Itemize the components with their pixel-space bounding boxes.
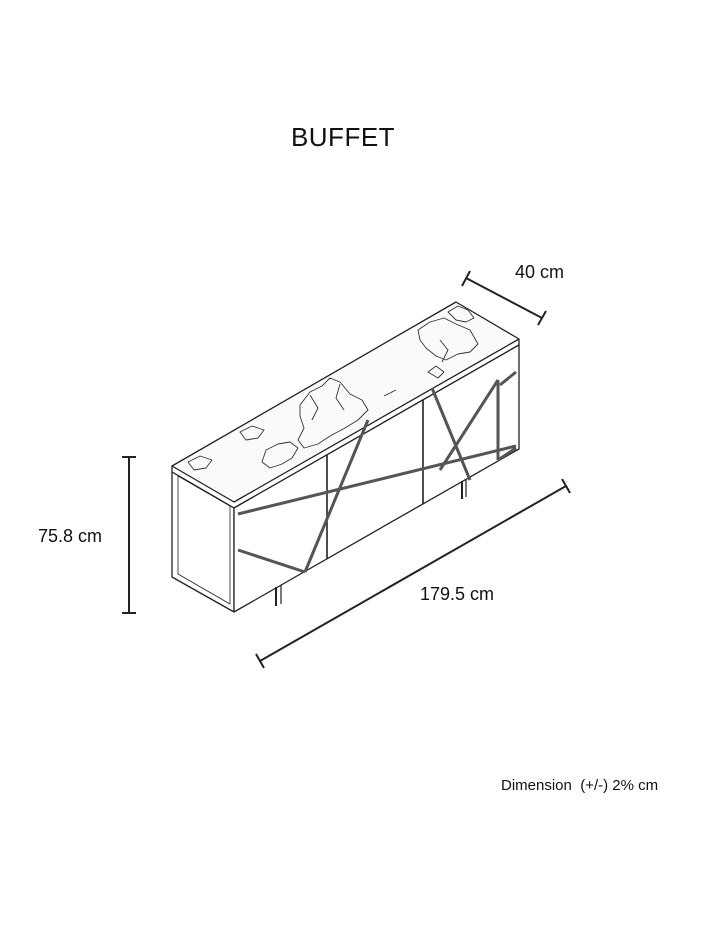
- diagram-title: BUFFET: [290, 122, 396, 152]
- width-dimension-line: [255, 478, 571, 669]
- marble-veining: [187, 305, 479, 471]
- buffet-body: [171, 301, 520, 613]
- depth-dimension-label: 40 cm: [515, 262, 565, 282]
- tolerance-note: Dimension (+/-) 2% cm: [501, 777, 659, 794]
- depth-dimension-line: [461, 270, 547, 326]
- height-dimension-label: 75.8 cm: [38, 526, 103, 546]
- width-dimension-label: 179.5 cm: [420, 584, 495, 604]
- door-inlay-lines: [237, 370, 517, 574]
- height-dimension-line: [122, 456, 136, 614]
